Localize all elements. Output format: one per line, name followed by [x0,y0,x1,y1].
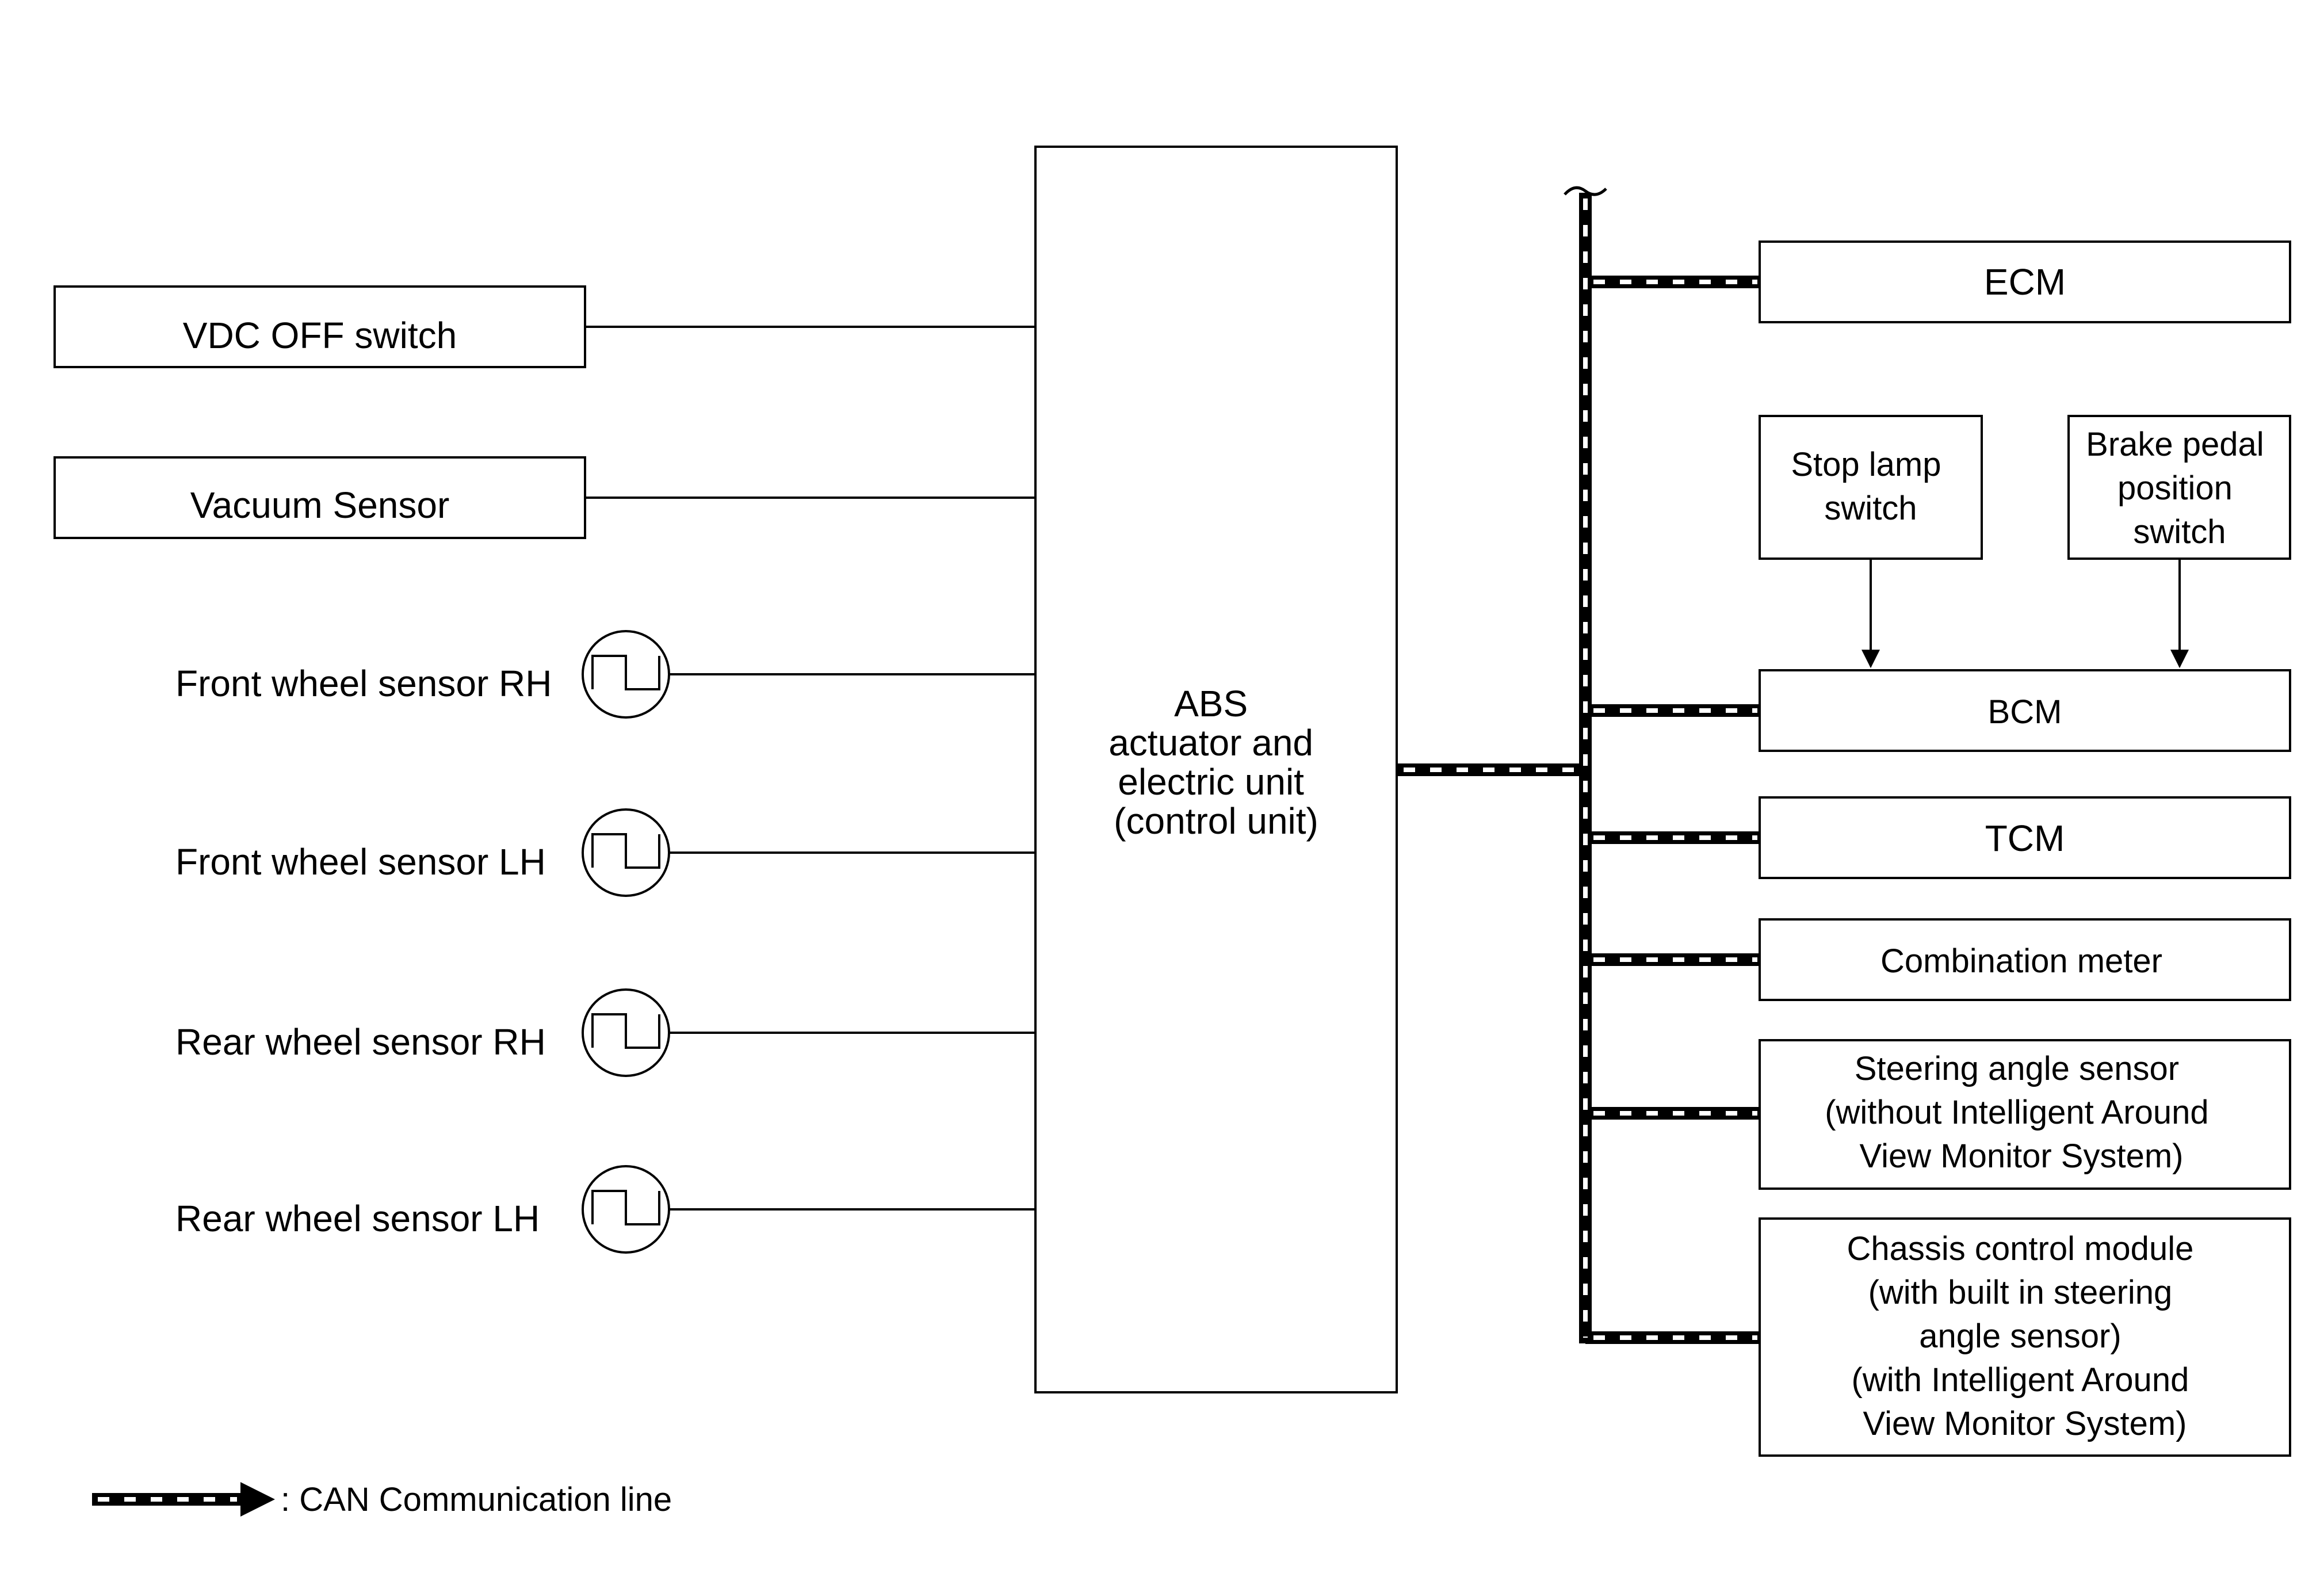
ecm-box: ECM [1759,240,2291,323]
stop-lamp-switch-label: Stop lamp switch [1791,446,1950,527]
front-wheel-sensor-rh-label: Front wheel sensor RH [175,663,552,704]
front-wheel-sensor-lh: Front wheel sensor LH [175,808,1035,897]
combination-meter-box: Combination meter [1759,918,2291,1001]
front-wheel-sensor-lh-label: Front wheel sensor LH [175,841,546,883]
vacuum-sensor-label: Vacuum Sensor [190,484,450,526]
bcm-box: BCM [1759,669,2291,752]
ecm-label: ECM [1984,261,2066,303]
chassis-control-module-label: Chassis control module (with built in st… [1847,1230,2203,1442]
bus-break-icon [1564,186,1607,196]
steering-angle-sensor-box: Steering angle sensor (without Intellige… [1759,1039,2291,1190]
brake-pedal-switch-box: Brake pedal position switch [2067,415,2291,560]
vdc-off-switch-label: VDC OFF switch [183,315,457,356]
abs-control-unit-box: ABS actuator and electric unit (control … [1034,146,1398,1393]
combination-meter-label: Combination meter [1880,942,2162,980]
legend-arrowhead-icon [240,1482,275,1517]
rear-wheel-sensor-lh-label: Rear wheel sensor LH [175,1198,540,1239]
rear-wheel-sensor-rh: Rear wheel sensor RH [175,988,1035,1077]
vdc-off-switch-box: VDC OFF switch [53,285,586,368]
steering-angle-sensor-label: Steering angle sensor (without Intellige… [1825,1050,2218,1175]
rear-wheel-sensor-lh: Rear wheel sensor LH [175,1165,1035,1254]
tcm-box: TCM [1759,796,2291,879]
brake-pedal-switch-label: Brake pedal position switch [2086,426,2273,551]
stop-lamp-switch-box: Stop lamp switch [1759,415,1983,560]
legend-label: : CAN Communication line [281,1481,672,1518]
front-wheel-sensor-rh: Front wheel sensor RH [175,630,1035,719]
vacuum-sensor-box: Vacuum Sensor [53,456,586,539]
legend: : CAN Communication line [92,1481,672,1518]
can-bus [1397,186,1760,1344]
bcm-label: BCM [1988,693,2062,731]
chassis-control-module-box: Chassis control module (with built in st… [1759,1217,2291,1457]
rear-wheel-sensor-rh-label: Rear wheel sensor RH [175,1021,546,1063]
abs-control-unit-label: ABS actuator and electric unit (control … [1109,683,1324,842]
tcm-label: TCM [1985,818,2065,859]
